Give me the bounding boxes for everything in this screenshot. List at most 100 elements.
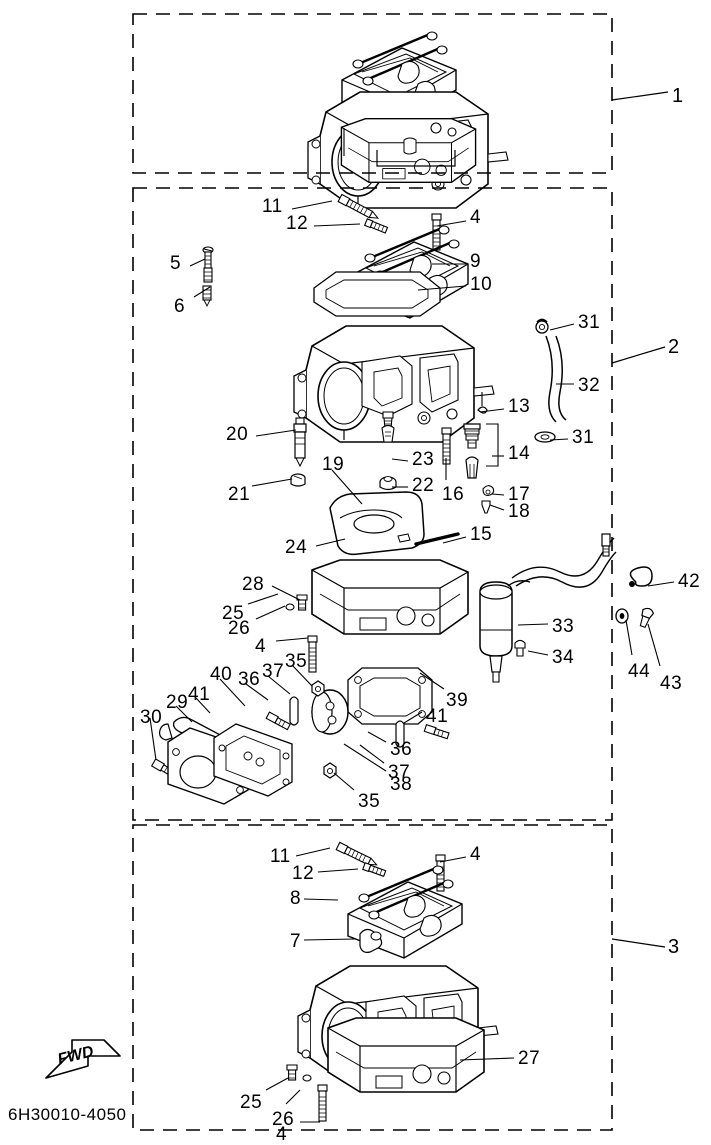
- leader-line-18: [489, 504, 505, 511]
- leader-line-12: [313, 223, 361, 227]
- callout-30: 30: [140, 707, 163, 728]
- callout-29: 29: [166, 692, 189, 713]
- callout-28: 28: [242, 574, 265, 595]
- leader-line-19: [331, 469, 363, 505]
- callout-5: 5: [170, 253, 182, 274]
- leader-line-11: [291, 200, 333, 210]
- leader-line-13: [479, 408, 505, 413]
- leader-line-11: [295, 847, 331, 857]
- leader-line-25: [265, 1077, 289, 1091]
- callout-33: 33: [552, 616, 575, 637]
- leader-line-4: [436, 220, 467, 227]
- callout-43: 43: [660, 673, 683, 694]
- leader-line-23: [391, 458, 409, 462]
- leader-line-36: [245, 683, 269, 701]
- leader-line-44: [625, 619, 633, 656]
- section-label-1: 1: [672, 85, 684, 107]
- leader-line-31: [549, 323, 575, 331]
- leader-line-31: [549, 438, 569, 441]
- callout-7: 7: [290, 931, 302, 952]
- leader-line-8: [303, 898, 339, 901]
- leader-line-37: [359, 744, 385, 764]
- callout-41: 41: [188, 684, 211, 705]
- leader-line-17: [491, 493, 505, 496]
- section-leader-2: [611, 346, 666, 364]
- callout-25: 25: [240, 1092, 263, 1113]
- section-box-3: [132, 824, 613, 1131]
- leader-line-38: [343, 743, 387, 772]
- callout-41: 41: [426, 706, 449, 727]
- callout-15: 15: [470, 524, 493, 545]
- callout-34: 34: [552, 647, 575, 668]
- exploded-drawing-section-3: [286, 841, 499, 1122]
- callout-17: 17: [508, 484, 531, 505]
- callout-4: 4: [276, 1124, 288, 1145]
- section-box-1: [132, 13, 613, 174]
- leader-line-33: [517, 623, 549, 626]
- callout-35: 35: [285, 651, 308, 672]
- leader-line-39: [419, 672, 445, 690]
- callout-37: 37: [388, 762, 411, 783]
- leader-line-43: [647, 623, 661, 667]
- callout-10: 10: [470, 274, 493, 295]
- leader-line-35: [333, 772, 355, 791]
- leader-line-29: [175, 705, 193, 723]
- callout-26: 26: [272, 1109, 295, 1130]
- callout-19: 19: [322, 454, 345, 475]
- callout-25: 25: [222, 603, 245, 624]
- leader-line-40: [219, 678, 246, 707]
- drawing-part-number: 6H30010-4050: [8, 1105, 127, 1124]
- leader-line-4: [439, 856, 467, 863]
- section-box-2: [132, 187, 613, 821]
- leader-line-28: [271, 585, 301, 601]
- leader-line-21: [251, 478, 293, 487]
- callout-4: 4: [255, 636, 267, 657]
- leader-line-41: [403, 711, 423, 724]
- section-label-3: 3: [668, 936, 680, 958]
- leader-line-15: [442, 536, 467, 544]
- leader-line-35: [291, 664, 313, 687]
- leader-line-41: [195, 697, 211, 714]
- callout-39: 39: [446, 690, 469, 711]
- leader-line-6: [193, 286, 211, 298]
- leader-line-5: [189, 258, 206, 267]
- callout-18: 18: [508, 501, 531, 522]
- callout-42: 42: [678, 571, 701, 592]
- leader-line-37: [267, 675, 291, 695]
- section-label-2: 2: [668, 336, 680, 358]
- callout-14: 14: [508, 443, 531, 464]
- leader-line-26: [255, 605, 286, 620]
- callout-36: 36: [390, 739, 413, 760]
- callout-27: 27: [518, 1048, 541, 1069]
- callout-38: 38: [390, 774, 413, 795]
- callout-8: 8: [290, 888, 302, 909]
- callout-11: 11: [270, 846, 291, 867]
- callout-21: 21: [228, 484, 251, 505]
- leader-line-12: [317, 868, 359, 873]
- callout-20: 20: [226, 424, 249, 445]
- callout-26: 26: [228, 618, 251, 639]
- callout-13: 13: [508, 396, 531, 417]
- callout-31: 31: [572, 427, 595, 448]
- callout-12: 12: [292, 863, 315, 884]
- callout-23: 23: [412, 449, 435, 470]
- leader-line-10: [417, 285, 467, 291]
- assembly-drawing-section-1: [307, 30, 509, 209]
- leader-line-20: [255, 429, 297, 437]
- section-leader-3: [611, 938, 666, 948]
- leader-line-4: [275, 637, 309, 642]
- section-boundary-boxes: [132, 13, 669, 1131]
- callout-32: 32: [578, 375, 601, 396]
- leader-line-36: [367, 731, 387, 743]
- callout-24: 24: [285, 537, 308, 558]
- section-leader-1: [611, 91, 669, 101]
- exploded-drawing-section-2: [150, 193, 655, 805]
- callout-12: 12: [286, 213, 309, 234]
- leader-line-42: [647, 581, 675, 587]
- callout-37: 37: [262, 661, 285, 682]
- callout-11: 11: [262, 196, 283, 217]
- callout-leader-lines: [149, 200, 675, 1123]
- leader-line-25: [247, 593, 279, 605]
